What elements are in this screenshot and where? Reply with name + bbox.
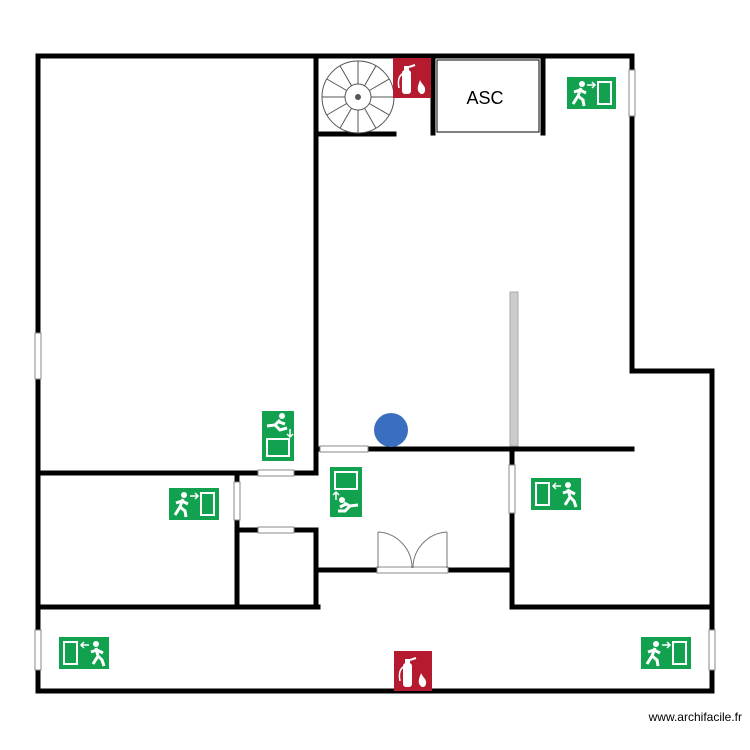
window-bottom-right bbox=[708, 629, 716, 671]
glass-partition bbox=[509, 291, 519, 447]
fire-extinguisher-sign-bottom bbox=[394, 651, 432, 691]
door-opening-5 bbox=[508, 464, 516, 514]
door-opening-4 bbox=[319, 445, 369, 453]
double-door-opening bbox=[376, 566, 449, 574]
window-left bbox=[34, 332, 42, 380]
spiral-staircase-icon bbox=[321, 60, 395, 134]
fire-extinguisher-icon bbox=[398, 657, 427, 687]
emergency-exit-sign-stair-down-left bbox=[262, 411, 294, 461]
assembly-point-marker bbox=[374, 413, 408, 447]
running-man-icon bbox=[562, 482, 578, 508]
emergency-exit-sign-hall bbox=[330, 467, 362, 517]
emergency-exit-sign-bottom-left bbox=[59, 637, 109, 669]
running-man-icon bbox=[173, 492, 189, 518]
fire-extinguisher-sign-top bbox=[393, 58, 431, 98]
door-opening-3 bbox=[257, 526, 295, 534]
fire-extinguisher-icon bbox=[397, 64, 426, 94]
elevator: ASC bbox=[436, 59, 540, 133]
running-man-icon bbox=[266, 413, 288, 432]
double-door-icon bbox=[377, 531, 448, 569]
door-opening-2 bbox=[233, 481, 241, 521]
emergency-exit-sign-bottom-right bbox=[641, 637, 691, 669]
window-top-right bbox=[628, 69, 636, 117]
running-man-icon bbox=[338, 497, 359, 513]
walls bbox=[35, 53, 715, 694]
running-man-icon bbox=[645, 641, 661, 667]
running-man-icon bbox=[90, 641, 106, 667]
elevator-label: ASC bbox=[466, 88, 503, 108]
openings bbox=[34, 69, 716, 671]
window-bottom-left bbox=[34, 629, 42, 671]
running-man-icon bbox=[571, 81, 587, 107]
emergency-exit-sign-left-room bbox=[169, 488, 219, 520]
watermark: www.archifacile.fr bbox=[648, 710, 742, 724]
emergency-exit-sign-right-room bbox=[531, 478, 581, 510]
emergency-exit-sign-top-right bbox=[567, 77, 616, 109]
door-opening-1 bbox=[257, 469, 295, 477]
